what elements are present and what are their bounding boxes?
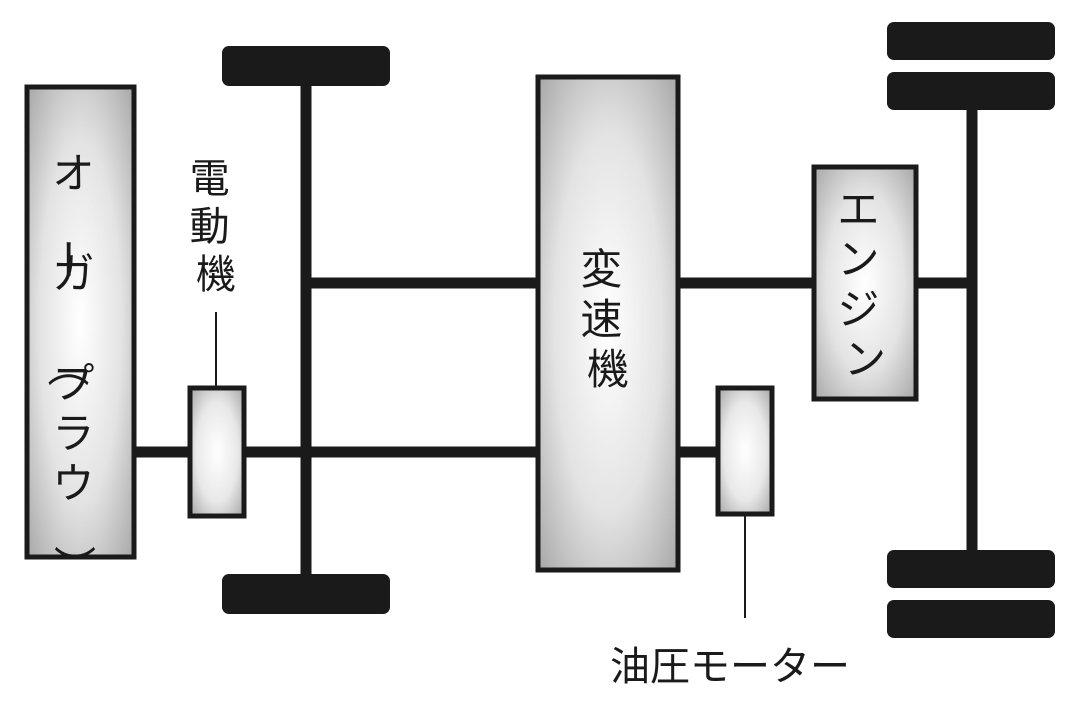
transmission-label: 変 速 機 — [580, 245, 635, 394]
front-wheel-top — [222, 46, 390, 86]
auger-box — [24, 84, 137, 560]
engine-label: エ ン ジ ン — [837, 185, 892, 384]
hydraulic-motor-label: 油圧モーター — [610, 644, 850, 690]
rear-wheel-top-outer — [887, 22, 1055, 60]
rear-wheel-bottom-inner — [887, 550, 1055, 588]
auger-label: オ ー ガ （ プ ラ ウ ） — [42, 149, 107, 587]
hydraulic-motor-box — [715, 385, 775, 517]
rear-wheel-top-inner — [887, 72, 1055, 110]
rear-wheel-bottom-outer — [887, 600, 1055, 638]
engine-box — [811, 164, 919, 402]
front-wheel-bottom — [222, 574, 390, 614]
electric-motor-box — [187, 385, 247, 519]
transmission-box — [535, 74, 681, 573]
electric-motor-label: 電 動 機 — [190, 156, 243, 298]
